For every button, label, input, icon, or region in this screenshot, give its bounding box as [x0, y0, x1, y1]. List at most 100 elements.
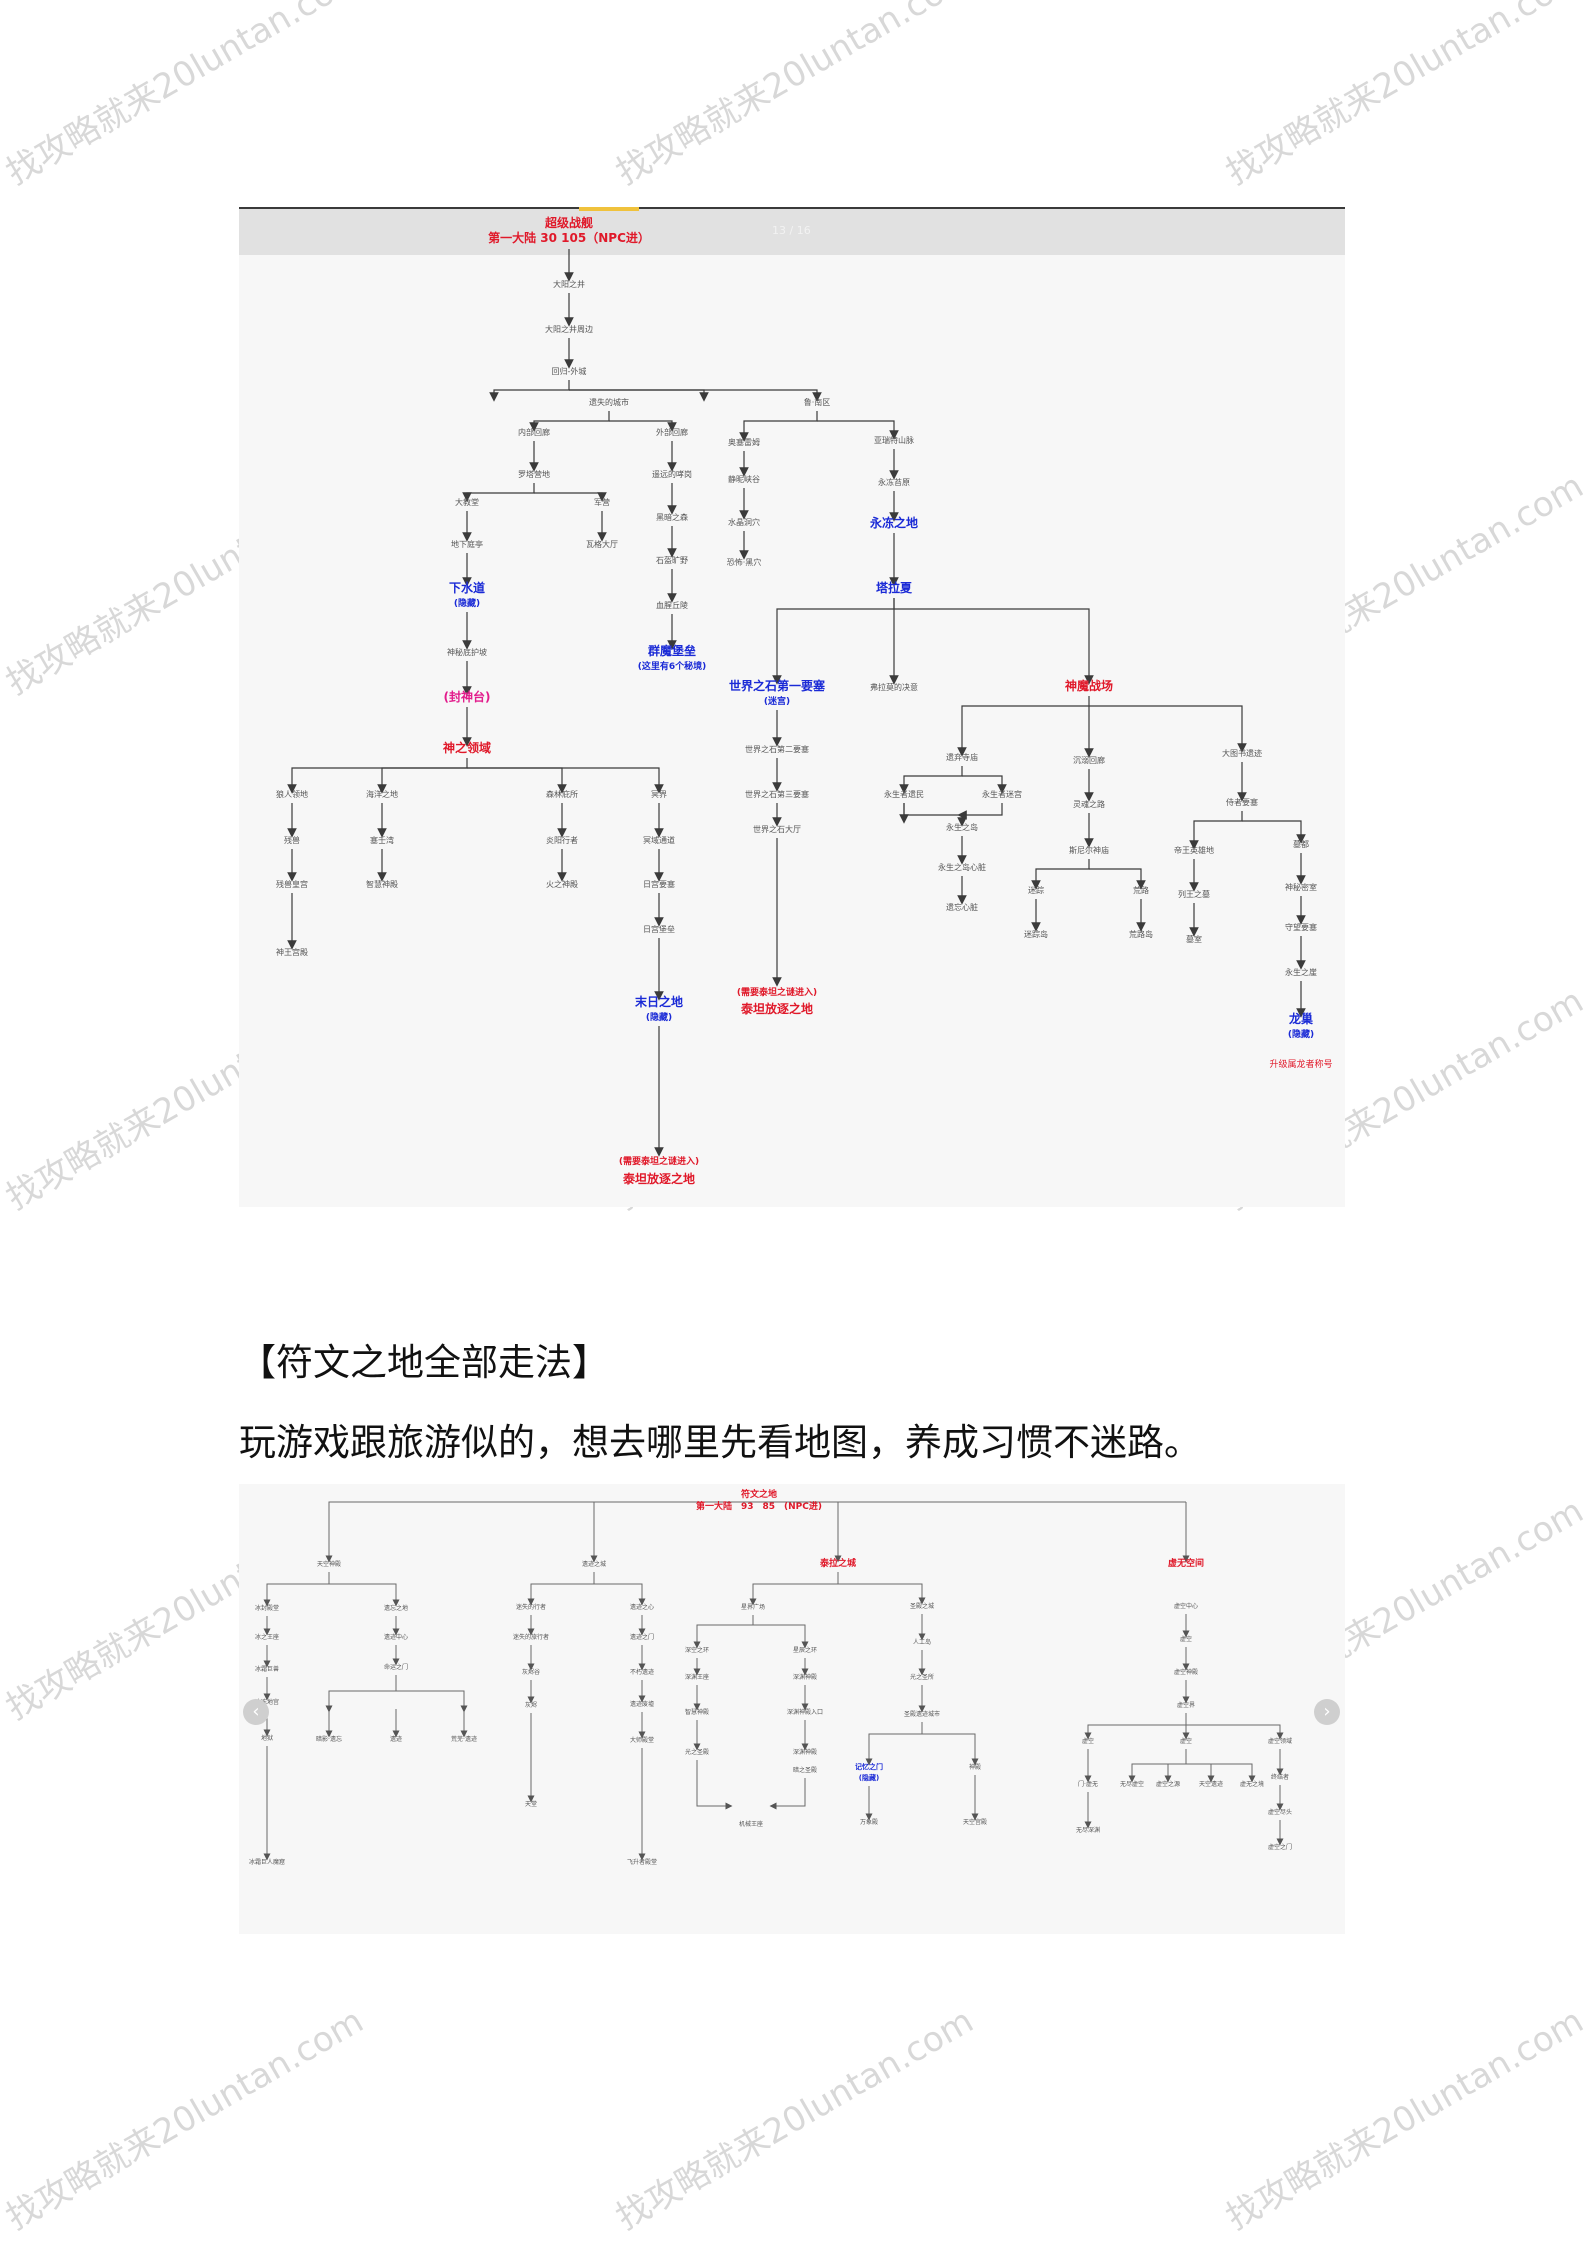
map-node-f11: 天空遗迹	[1199, 1780, 1223, 1788]
map-node-a4: 冰冻地宫	[255, 1698, 279, 1706]
map-node-d5: 智慧神殿	[685, 1708, 709, 1716]
map-node-d2: 静昵峡谷	[728, 474, 760, 484]
map-node-f5: (需要泰坦之谜进入)	[737, 986, 817, 998]
map-node-e7: 万象殿	[860, 1818, 878, 1826]
map-node-f8: 虚空	[1180, 1737, 1192, 1745]
map-node-h3: 永生者迷宫	[982, 789, 1022, 799]
map-node-f12: 虚无之境	[1240, 1780, 1264, 1788]
map-node-c3: 灰烬谷	[522, 1668, 540, 1676]
flow-connector	[377, 767, 467, 794]
map-node-n1: 大阳之井	[553, 279, 585, 289]
flow-connector	[534, 492, 607, 502]
flow-connector	[1186, 1763, 1256, 1783]
map-node-o3: 日宫要塞	[643, 879, 675, 889]
map-node-d4: 恐怖·黑穴	[727, 557, 762, 567]
map-node-d4: 深渊王座	[685, 1673, 709, 1681]
flow-connector	[922, 1733, 979, 1766]
map-node-j5: 墓室	[1186, 934, 1202, 944]
flow-connector	[769, 1778, 806, 1810]
flow-connector	[396, 1690, 468, 1713]
flow-connector	[696, 1760, 733, 1810]
map-node-c1: 外部回廊	[656, 427, 688, 437]
map-node-h: 神魔战场	[1065, 678, 1113, 693]
map-node-l2: 塞壬湾	[370, 835, 394, 845]
flow-connector	[838, 1583, 926, 1605]
watermark: 找攻略就来20luntan.com	[1219, 0, 1587, 194]
map-node-k3: 残兽皇宫	[276, 879, 308, 889]
map-node-b1: 遗忘之地	[384, 1604, 408, 1612]
map-node-c8: 不朽遗迹	[630, 1668, 654, 1676]
map-node-b2: 遗迹中心	[384, 1633, 408, 1641]
map-node-o5: 末日之地	[635, 994, 683, 1009]
map-image-rune-land: 符文之地第一大陆 93 85 (NPC进)天空神殿冰封殿堂冰之王座冰霜巨兽冰冻地…	[239, 1484, 1345, 1934]
map-node-n2: 大阳之井周边	[545, 324, 593, 334]
map-node-i1: 沉溺回廊	[1073, 755, 1105, 765]
map-image-super-battleship: 超级战舰第一大陆 30 105（NPC进）大阳之井大阳之井周边回归-外城遗失的城…	[239, 207, 1345, 1207]
map-node-e9: 天空宫殿	[963, 1818, 987, 1826]
map-node-j10s: (隐藏)	[1288, 1028, 1314, 1040]
map-node-a4: 地下庭亭	[451, 539, 483, 549]
flow-connector	[609, 420, 677, 432]
map-node-j11: 升级属龙者称号	[1269, 1058, 1332, 1070]
map-node-e3: 光之圣所	[910, 1673, 934, 1681]
map-node-c10: 大师殿堂	[630, 1736, 654, 1744]
map-node-f9: 无尽虚空	[1120, 1780, 1144, 1788]
map-node-f2: 世界之石第二要塞	[745, 744, 809, 754]
map-node-title: 符文之地	[741, 1488, 777, 1500]
map-node-i6: 荒路	[1133, 885, 1149, 895]
map-node-j6: 墓都	[1293, 839, 1309, 849]
map-node-e5: 记忆之门	[855, 1762, 883, 1771]
map-node-f6: 泰坦放逐之地	[740, 1001, 813, 1016]
prev-slide-button[interactable]: ‹	[243, 1699, 269, 1725]
map-node-f15: 虚空尽头	[1268, 1808, 1292, 1816]
map-node-f5: 虚空	[1082, 1737, 1094, 1745]
map-node-d1: 奥塞雷姆	[728, 437, 760, 447]
map-node-b6: 荒芜·遗迹	[451, 1735, 477, 1743]
flow-connector	[962, 775, 1007, 794]
flow-connector	[903, 803, 967, 827]
flow-connector	[899, 766, 963, 794]
map-node-f1s: (迷宫)	[764, 695, 790, 707]
map-node-a1: 内部回廊	[518, 427, 550, 437]
map-node-h5: 永生之岛心脏	[938, 862, 986, 872]
map-node-h4: 永生之岛	[946, 822, 978, 832]
map-node-l3: 智慧神殿	[366, 879, 398, 889]
map-node-j4: 列王之墓	[1178, 889, 1210, 899]
flow-connector	[772, 598, 895, 685]
map-node-f13: 虚空领域	[1268, 1737, 1292, 1745]
map-node-d8: 深渊神殿入口	[787, 1708, 823, 1716]
map-node-f4: 世界之石大厅	[753, 824, 801, 834]
map-node-j8: 守望要塞	[1285, 922, 1317, 932]
map-node-d7: 深渊神殿	[793, 1673, 817, 1681]
flow-connector	[753, 1624, 809, 1649]
flow-connector	[325, 1675, 397, 1713]
map-node-a8: 神之领域	[443, 740, 491, 755]
map-node-f14: 终结者	[1271, 1773, 1289, 1781]
flow-connector	[1242, 820, 1306, 844]
map-node-c6: 群魔堡垒	[647, 643, 696, 658]
flow-connector	[529, 411, 610, 432]
map-node-f6: 门·虚无	[1078, 1780, 1098, 1788]
map-node-j1: 大图书遗迹	[1222, 748, 1262, 758]
map-node-e4: 圣殿遗迹城市	[904, 1710, 940, 1718]
map-node-a6: 神秘底护坡	[447, 647, 487, 657]
watermark: 找攻略就来20luntan.com	[609, 2001, 981, 2239]
map-node-d11: 机械王座	[739, 1820, 763, 1828]
map-node-m3: 火之神殿	[546, 879, 578, 889]
page-indicator: 13 / 16	[772, 224, 811, 237]
map-node-i5: 迷踪岛	[1024, 929, 1048, 939]
map-node-f4: 虚空界	[1177, 1701, 1195, 1709]
watermark: 找攻略就来20luntan.com	[609, 0, 981, 194]
next-slide-button[interactable]: ›	[1314, 1699, 1340, 1725]
map-node-c1: 迷失的行者	[516, 1603, 546, 1611]
flow-connector	[263, 1572, 330, 1607]
viewer-toolbar	[239, 207, 1345, 255]
map-node-j3: 帝王英雄地	[1174, 845, 1214, 855]
map-node-d2: 深空之环	[685, 1646, 709, 1654]
map-node-i4: 迷踪	[1028, 885, 1044, 895]
map-node-o6: (需要泰坦之谜进入)	[619, 1155, 699, 1167]
map-node-b3: 命运之门	[384, 1663, 408, 1671]
map-node-h1: 遗弃寺庙	[946, 752, 978, 762]
